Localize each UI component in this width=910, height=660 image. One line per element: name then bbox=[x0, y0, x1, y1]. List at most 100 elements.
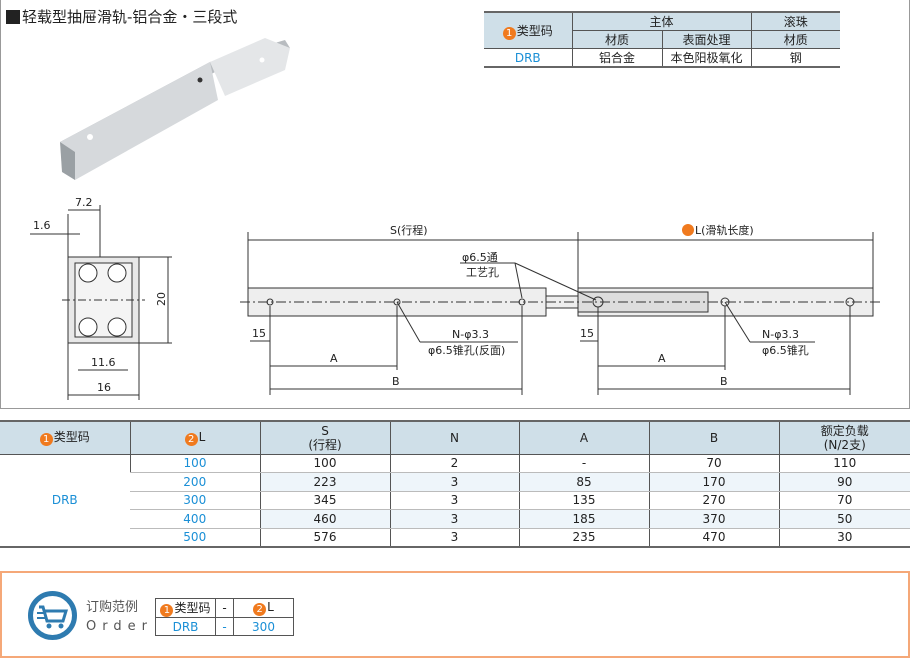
dim-b-left: B bbox=[392, 375, 400, 388]
cell-S: 223 bbox=[259, 472, 390, 492]
cell-A: 135 bbox=[518, 491, 649, 511]
label: (行程) bbox=[308, 437, 342, 452]
number-1-icon: 1 bbox=[502, 26, 516, 40]
cell-S: 345 bbox=[259, 491, 390, 511]
dim-7-2: 7.2 bbox=[75, 196, 93, 209]
cell-A: 185 bbox=[518, 509, 649, 529]
dim-1-6: 1.6 bbox=[33, 219, 51, 232]
process-hole-label: 工艺孔 bbox=[466, 266, 499, 279]
label: L bbox=[267, 600, 274, 614]
header-B: B bbox=[648, 421, 779, 455]
cell-A: - bbox=[518, 454, 649, 474]
cell-B: 470 bbox=[648, 528, 779, 548]
side-view bbox=[240, 232, 880, 395]
cell-A: 85 bbox=[518, 472, 649, 492]
dim-a-left: A bbox=[330, 352, 338, 365]
title-text: 轻载型抽屉滑轨-铝合金・三段式 bbox=[22, 8, 238, 26]
spec-ball-material: 钢 bbox=[750, 48, 840, 68]
cross-section bbox=[30, 205, 172, 400]
cart-icon bbox=[28, 591, 77, 640]
label: 类型码 bbox=[516, 23, 553, 38]
header-N: N bbox=[389, 421, 519, 455]
dim-11-6: 11.6 bbox=[91, 356, 116, 369]
cell-S: 460 bbox=[259, 509, 390, 529]
header-S: S(行程) bbox=[259, 421, 390, 455]
order-label-en: Order bbox=[86, 619, 153, 634]
cell-B: 270 bbox=[648, 491, 779, 511]
label: 类型码 bbox=[53, 429, 90, 444]
technical-drawing: 7.2 1.6 20 11.6 16 S(行程) L(滑轨长度) φ6.5通 工… bbox=[30, 38, 880, 400]
spec-header-material: 材质 bbox=[572, 30, 663, 49]
title-square-icon bbox=[6, 9, 20, 24]
header-load: 额定负载(N/2支) bbox=[778, 421, 910, 455]
spec-material: 铝合金 bbox=[571, 48, 663, 68]
cell-L: 500 bbox=[130, 528, 260, 548]
left-hole-countersink: φ6.5锥孔(反面) bbox=[428, 344, 505, 357]
label: 额定负载 bbox=[820, 423, 869, 438]
cell-L: 200 bbox=[130, 472, 260, 492]
header-A: A bbox=[518, 421, 649, 455]
cell-N: 3 bbox=[389, 509, 519, 529]
number-2-icon: 2 bbox=[184, 432, 198, 446]
cell-load: 110 bbox=[778, 454, 910, 474]
cell-L: 100 bbox=[129, 454, 260, 474]
cell-load: 50 bbox=[778, 509, 910, 529]
label: (N/2支) bbox=[823, 437, 866, 452]
cell-N: 2 bbox=[389, 454, 519, 474]
spec-header-surface: 表面处理 bbox=[661, 30, 752, 49]
spec-surface: 本色阳极氧化 bbox=[661, 48, 752, 68]
number-2-icon bbox=[682, 224, 694, 236]
order-label: 订购范例 Order bbox=[86, 598, 153, 636]
dim-20: 20 bbox=[155, 292, 168, 306]
order-v-dash: - bbox=[215, 617, 234, 636]
order-v-type: DRB bbox=[155, 617, 216, 636]
left-hole-spec: N-φ3.3 bbox=[452, 328, 489, 341]
cell-S: 100 bbox=[259, 454, 390, 474]
dim-15-left: 15 bbox=[252, 327, 266, 340]
hole-through-label: φ6.5通 bbox=[462, 251, 498, 264]
cell-type-code: DRB bbox=[51, 493, 78, 508]
spec-header-ball-material: 材质 bbox=[750, 30, 840, 49]
dim-15-right: 15 bbox=[580, 327, 594, 340]
dim-b-right: B bbox=[720, 375, 728, 388]
cell-N: 3 bbox=[389, 472, 519, 492]
length-label: L(滑轨长度) bbox=[695, 223, 754, 237]
cell-S: 576 bbox=[259, 528, 390, 548]
dim-16: 16 bbox=[97, 381, 111, 394]
cell-load: 90 bbox=[778, 472, 910, 492]
number-2-icon: 2 bbox=[253, 603, 267, 616]
right-hole-spec: N-φ3.3 bbox=[762, 328, 799, 341]
order-v-L: 300 bbox=[233, 617, 294, 636]
cell-N: 3 bbox=[389, 528, 519, 548]
order-h-dash: - bbox=[215, 598, 234, 618]
cell-B: 170 bbox=[648, 472, 779, 492]
cell-load: 30 bbox=[778, 528, 910, 548]
dim-a-right: A bbox=[658, 352, 666, 365]
cell-N: 3 bbox=[389, 491, 519, 511]
stroke-label: S(行程) bbox=[390, 224, 428, 237]
spec-code: DRB bbox=[484, 48, 573, 68]
right-hole-countersink: φ6.5锥孔 bbox=[762, 344, 809, 357]
cell-L: 400 bbox=[130, 509, 260, 529]
page-title: 轻载型抽屉滑轨-铝合金・三段式 bbox=[6, 6, 237, 27]
product-image bbox=[60, 38, 290, 180]
label: L bbox=[198, 429, 206, 444]
label: S bbox=[321, 423, 329, 438]
number-1-icon: 1 bbox=[160, 604, 174, 617]
cell-L: 300 bbox=[130, 491, 260, 511]
cell-B: 70 bbox=[648, 454, 779, 474]
cell-B: 370 bbox=[648, 509, 779, 529]
cell-load: 70 bbox=[778, 491, 910, 511]
order-label-cn: 订购范例 bbox=[86, 600, 139, 615]
label: 类型码 bbox=[174, 601, 211, 615]
